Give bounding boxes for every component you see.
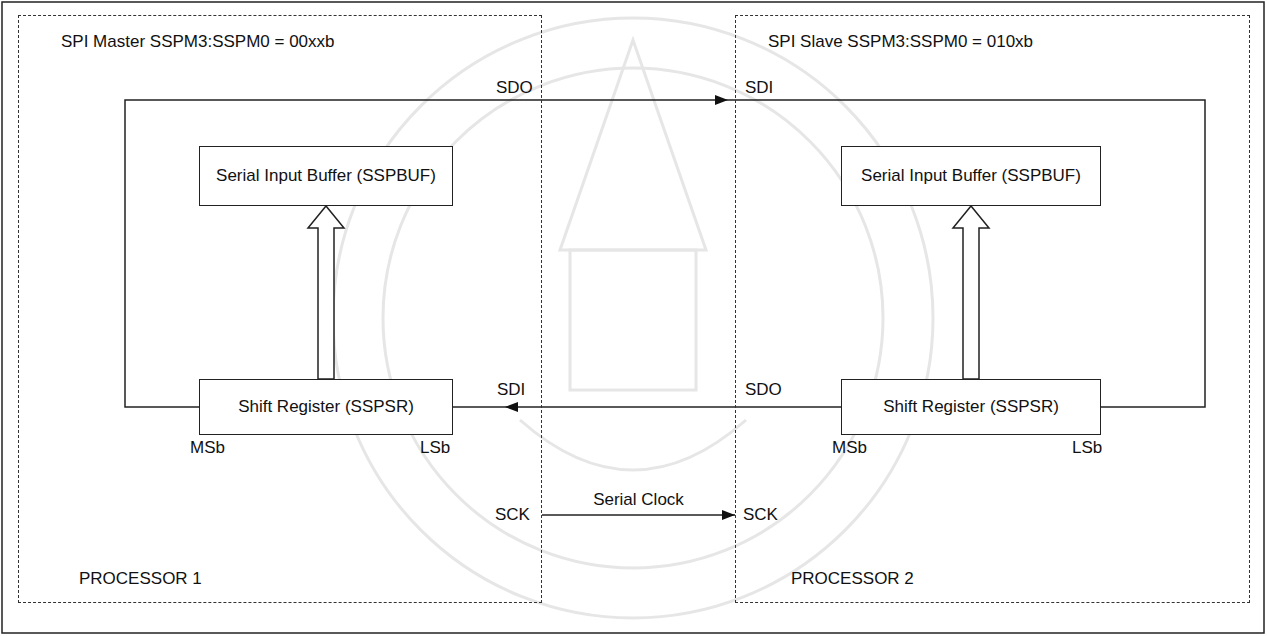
shift-register-box: Shift Register (SSPSR)	[199, 379, 453, 435]
bit-order-label: MSb	[832, 438, 867, 458]
transfer-arrow	[308, 206, 344, 379]
box-label: Serial Input Buffer (SSPBUF)	[861, 165, 1081, 187]
watermark-seal	[333, 18, 933, 618]
box-label: Serial Input Buffer (SSPBUF)	[216, 165, 436, 187]
mode-heading: SPI Slave SSPM3:SSPM0 = 010xb	[768, 32, 1033, 52]
box-label: Shift Register (SSPSR)	[238, 396, 414, 418]
processor-region: SPI Master SSPM3:SSPM0 = 00xxbPROCESSOR …	[18, 15, 542, 603]
signal-wire	[125, 95, 1205, 407]
arrow-head	[505, 402, 518, 412]
signal-wire	[542, 510, 735, 520]
processor-name: PROCESSOR 2	[791, 569, 914, 589]
bit-order-label: MSb	[190, 438, 225, 458]
wire-path	[542, 514, 735, 516]
pin-name: SCK	[495, 505, 530, 525]
shift-register-box: Shift Register (SSPSR)	[841, 379, 1101, 435]
processor-region: SPI Slave SSPM3:SSPM0 = 010xbPROCESSOR 2…	[735, 15, 1250, 603]
buffer-box: Serial Input Buffer (SSPBUF)	[199, 146, 453, 206]
pin-name: SDI	[745, 78, 773, 98]
processor-name: PROCESSOR 1	[79, 569, 202, 589]
wire-path	[125, 100, 1205, 407]
buffer-box: Serial Input Buffer (SSPBUF)	[841, 146, 1101, 206]
box-label: Shift Register (SSPSR)	[883, 396, 1059, 418]
hollow-arrow	[308, 206, 344, 379]
arrow-head	[722, 510, 735, 520]
hollow-arrow	[953, 206, 989, 379]
edge-label: Serial Clock	[593, 490, 684, 510]
signal-wire	[453, 402, 841, 412]
bit-order-label: LSb	[1072, 438, 1102, 458]
bit-order-label: LSb	[420, 438, 450, 458]
pin-name: SDI	[497, 380, 525, 400]
pin-name: SDO	[496, 78, 533, 98]
pin-name: SDO	[745, 380, 782, 400]
arrow-head	[715, 95, 728, 105]
pin-name: SCK	[743, 505, 778, 525]
mode-heading: SPI Master SSPM3:SSPM0 = 00xxb	[61, 32, 335, 52]
transfer-arrow	[953, 206, 989, 379]
